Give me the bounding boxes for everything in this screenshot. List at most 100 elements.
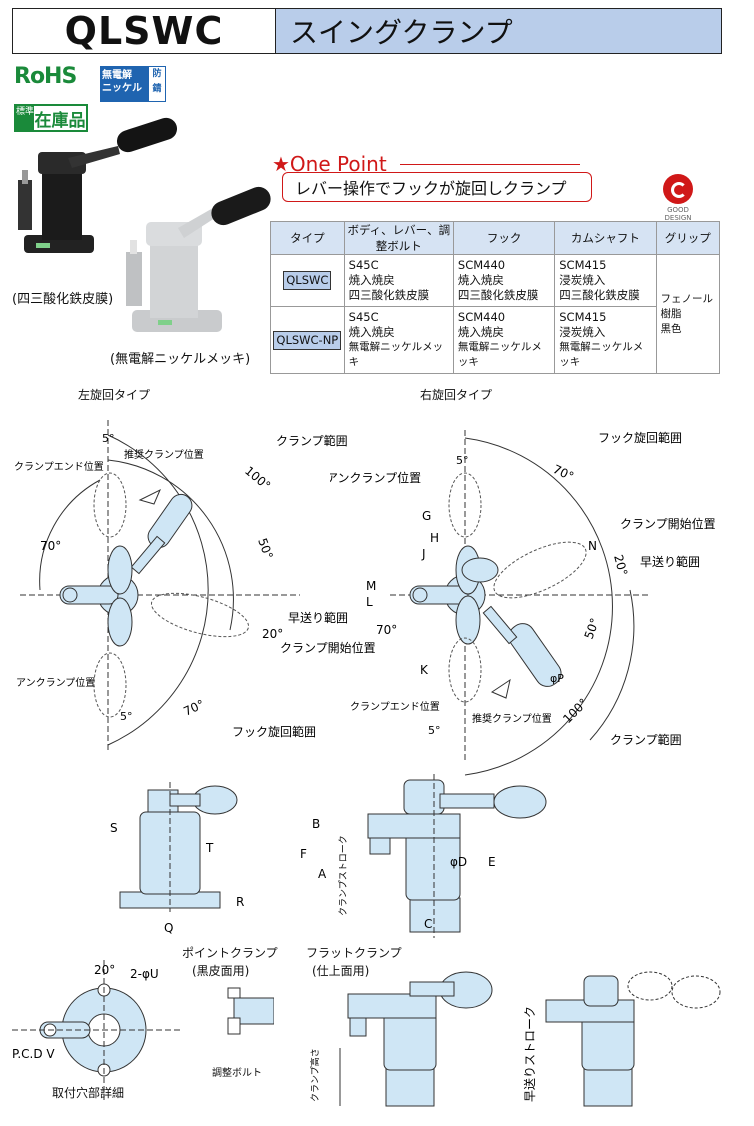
grip-cell: フェノール樹脂黒色	[655, 254, 721, 374]
label-unclamp: アンクランプ位置	[16, 676, 95, 689]
type-cell: QLSWC	[270, 254, 345, 307]
label-clamp-end: クランプエンド位置	[14, 460, 104, 473]
label-pcd: P.C.D V	[12, 1047, 55, 1061]
arc-clamp-range	[107, 459, 234, 631]
nickel-clamp-image	[126, 186, 271, 332]
label-hook-range: フック旋回範囲	[598, 430, 682, 445]
label-5-top: 5°	[102, 432, 115, 445]
label-fast: 早送り範囲	[288, 610, 348, 625]
product-photos	[18, 117, 271, 332]
dim-A: A	[318, 867, 327, 881]
stock-label: 在庫品	[34, 110, 86, 131]
electroless-nickel-badge: 無電解 ニッケル	[100, 66, 148, 102]
label-fast: 早送り範囲	[640, 554, 700, 569]
product-title: スイングクランプ	[276, 9, 721, 53]
label-clamp-range: クランプ範囲	[610, 732, 682, 747]
arc-hook-range	[107, 434, 209, 746]
label-G: G	[422, 509, 431, 523]
label-20: 20°	[611, 553, 630, 577]
label-L: L	[366, 595, 373, 609]
point-clamp-bolt: 調整ボルト	[212, 1068, 262, 1079]
rohs-badge: RoHS	[14, 64, 77, 89]
dim-R: R	[236, 895, 244, 909]
flat-clamp-sub: (仕上面用)	[312, 964, 370, 978]
caption-black: (四三酸化鉄皮膜)	[12, 292, 114, 307]
left-diagram-title: 左旋回タイプ	[78, 388, 151, 402]
point-clamp-title: ポイントクランプ	[182, 946, 278, 960]
col-header: カムシャフト	[554, 221, 657, 255]
badge-line: ニッケル	[102, 83, 142, 94]
dim-Q: Q	[164, 921, 173, 935]
good-design-text: GOOD DESIGN	[664, 206, 692, 222]
label-H: H	[430, 531, 439, 545]
type-label: QLSWC-NP	[273, 330, 342, 350]
point-clamp-sub: (黒皮面用)	[192, 964, 250, 978]
label-50: 50°	[582, 616, 602, 641]
mount-caption: 取付穴部詳細	[52, 1086, 125, 1100]
flat-clamp-drawing: クランプ高さ	[309, 971, 493, 1107]
label-70: 70°	[40, 539, 61, 553]
label-unclamp: アンクランプ位置	[330, 470, 421, 485]
dim-F: F	[300, 847, 307, 861]
dim-T: T	[205, 841, 214, 855]
point-clamp-drawing	[227, 987, 274, 1035]
product-code: QLSWC	[13, 9, 276, 53]
label-hook-range: フック旋回範囲	[232, 724, 316, 739]
stock-small-label: 標準	[16, 106, 34, 130]
flat-clamp-title: フラットクランプ	[306, 946, 402, 960]
label-70b: 70°	[376, 623, 397, 637]
type-cell: QLSWC-NP	[270, 306, 345, 374]
type-label: QLSWC	[283, 271, 332, 290]
label-M: M	[366, 579, 376, 593]
col-header: フック	[452, 221, 556, 255]
left-swing-diagram: 5° クランプエンド位置 推奨クランプ位置 クランプ範囲 100° 50° 70…	[14, 420, 376, 750]
label-K: K	[420, 663, 429, 677]
dim-stroke: クランプストローク	[338, 835, 349, 916]
page-header: QLSWC スイングクランプ	[12, 8, 722, 54]
caption-nickel: (無電解ニッケルメッキ)	[110, 352, 251, 367]
label-5b: 5°	[428, 724, 441, 737]
dim-E: E	[488, 855, 496, 869]
label-clamp-range: クランプ範囲	[276, 433, 348, 448]
right-swing-diagram: フック旋回範囲 5° 70° アンクランプ位置 クランプ開始位置 G H J N…	[330, 430, 716, 776]
label-100: 100°	[242, 464, 273, 493]
label-clamp-start: クランプ開始位置	[620, 516, 716, 531]
label-50: 50°	[255, 536, 275, 561]
mount-detail-drawing: 20° 2-φU P.C.D V	[12, 960, 182, 1100]
fast-feed-label: 早送りストローク	[522, 1006, 537, 1102]
label-N: N	[588, 539, 597, 553]
col-header: ボディ、レバー、調整ボルト	[343, 221, 454, 255]
label-phiP: φP	[550, 672, 564, 685]
label-clamp-start: クランプ開始位置	[280, 640, 376, 655]
arc-hook-range	[464, 437, 613, 776]
dim-C: C	[424, 917, 432, 931]
col-header: タイプ	[270, 221, 345, 255]
label-clamp-end: クランプエンド位置	[350, 700, 440, 713]
label-100: 100°	[560, 696, 590, 726]
one-point-box: レバー操作でフックが旋回しクランプ	[282, 172, 592, 202]
dim-phiD: φD	[450, 855, 467, 869]
table-header-row: タイプ ボディ、レバー、調整ボルト フック カムシャフト グリップ	[270, 221, 721, 255]
right-diagram-title: 右旋回タイプ	[420, 388, 493, 402]
good-design-logo: GOOD DESIGN	[656, 174, 700, 222]
label-recommended: 推奨クランプ位置	[472, 712, 552, 725]
black-clamp-image	[18, 117, 178, 253]
flat-clamp-height: クランプ高さ	[309, 1048, 321, 1102]
dim-S: S	[110, 821, 118, 835]
label-70b: 70°	[181, 697, 206, 719]
label-5: 5°	[456, 454, 469, 467]
stock-badge: 標準 在庫品	[14, 104, 88, 132]
label-5-bot: 5°	[120, 710, 133, 723]
fast-feed-drawing: 早送りストローク	[522, 971, 721, 1107]
col-header: グリップ	[655, 221, 721, 255]
label-20deg: 20°	[94, 963, 115, 977]
dim-B: B	[312, 817, 320, 831]
good-design-icon	[663, 174, 693, 204]
